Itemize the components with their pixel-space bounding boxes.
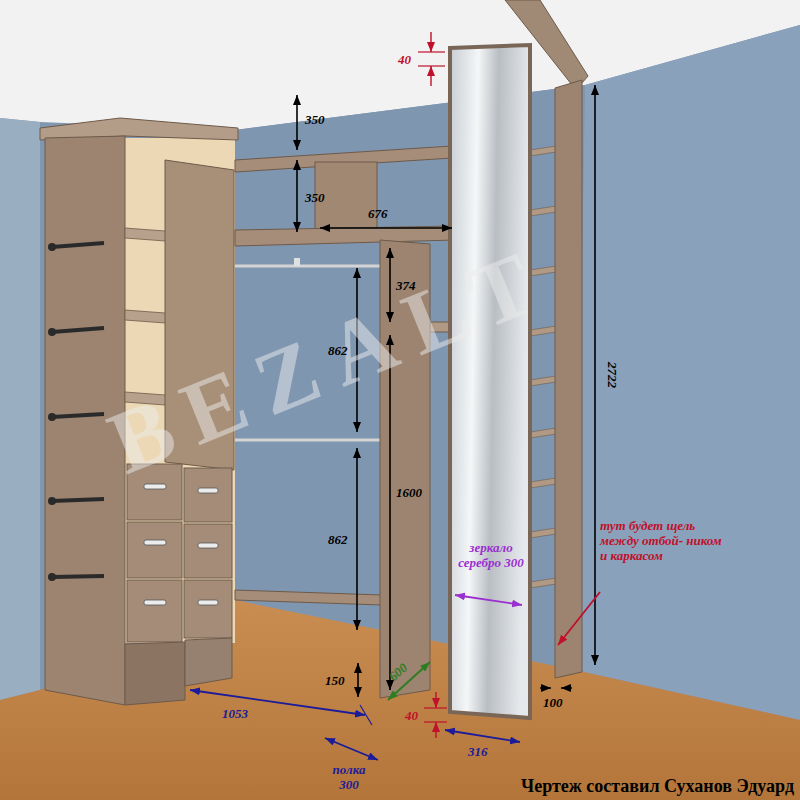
dimension-value: 1053 (222, 706, 248, 721)
left-cabinet-part (144, 600, 166, 605)
wall-hooks-part (52, 243, 104, 247)
right-shelves-part (530, 376, 556, 386)
dimension-lines-part (430, 32, 431, 52)
dimension-lines-part (320, 227, 452, 229)
dimension-lines-part (594, 85, 596, 665)
dimension-value: 316 (468, 744, 488, 759)
left-cabinet-part (40, 118, 238, 140)
right-shelves-part (530, 206, 556, 216)
dimension-lines-part (455, 595, 522, 605)
right-shelves-part (555, 80, 582, 678)
dimension-value: 350 (305, 190, 325, 205)
room-part (575, 25, 800, 720)
mirror-panel-part (450, 45, 530, 718)
dimension-value: 40 (405, 708, 418, 723)
left-cabinet-part (127, 522, 182, 578)
wall-hooks (48, 243, 104, 581)
dimension-value: 2722 (605, 362, 620, 388)
middle-section-part (294, 258, 300, 266)
wall-hooks-part (52, 414, 104, 417)
dimension-lines-part (540, 687, 551, 688)
dimension-value: 40 (398, 52, 411, 67)
dimension-value: 862 (328, 532, 348, 547)
right-shelves-part (530, 146, 556, 156)
left-cabinet-part (184, 524, 232, 578)
dimension-lines-part (360, 705, 372, 725)
left-cabinet-part (184, 580, 232, 638)
dimension-value: 350 (305, 112, 325, 127)
mirror-panel (450, 45, 530, 718)
mirror-note: зеркало серебро 300 (455, 540, 527, 570)
middle-section-part (235, 265, 382, 268)
middle-section-part (235, 590, 382, 605)
dimension-lines-part (190, 690, 365, 715)
dimension-lines-part (445, 730, 520, 742)
dimension-value: 150 (325, 673, 345, 688)
wall-hooks-part (48, 573, 56, 581)
dimension-lines-part (561, 687, 572, 688)
wall-hooks-part (48, 243, 56, 251)
dimension-lines-part (357, 663, 359, 697)
right-shelves-part (530, 578, 556, 588)
left-cabinet-part (185, 638, 232, 686)
dimension-value: 374 (396, 278, 416, 293)
left-cabinet-part (184, 468, 232, 522)
wall-hooks-part (48, 328, 56, 336)
gap-note: тут будет щель между отбой- ником и карк… (600, 518, 725, 563)
right-shelves-part (530, 428, 556, 438)
wall-hooks-part (48, 497, 56, 505)
dimension-lines-part (435, 692, 436, 708)
left-cabinet-part (144, 484, 166, 489)
left-cabinet-part (125, 642, 185, 705)
left-cabinet-part (127, 580, 182, 642)
shelf-dimension: полка 300 (325, 762, 373, 792)
wall-hooks-part (52, 499, 104, 501)
dimension-lines-part (430, 66, 431, 86)
left-cabinet-part (198, 543, 218, 548)
left-cabinet-part (198, 488, 218, 493)
dimension-lines-part (296, 160, 298, 232)
dimension-lines-part (296, 95, 298, 150)
left-cabinet-part (144, 540, 166, 545)
right-shelves-part (530, 478, 556, 488)
wall-hooks-part (52, 576, 104, 577)
right-shelves-part (530, 528, 556, 538)
room-part (0, 118, 40, 700)
dimension-lines-part (389, 335, 391, 690)
dimension-value: 676 (368, 206, 388, 221)
dimension-lines-part (325, 738, 378, 760)
left-cabinet-part (198, 600, 218, 605)
drawing-caption: Чертеж составил Суханов Эдуард (521, 776, 794, 796)
right-shelves (530, 80, 582, 678)
dimension-value: 862 (328, 343, 348, 358)
dimension-lines-part (356, 448, 358, 630)
dimension-value: 600 (386, 660, 411, 684)
dimension-lines-part (558, 592, 600, 645)
wall-hooks-part (48, 413, 56, 421)
dimension-value: 1600 (396, 485, 422, 500)
wall-hooks-part (52, 328, 104, 332)
dimension-lines-part (435, 722, 436, 738)
dimension-value: 100 (543, 695, 563, 710)
watermark: BEZALT (97, 229, 563, 490)
